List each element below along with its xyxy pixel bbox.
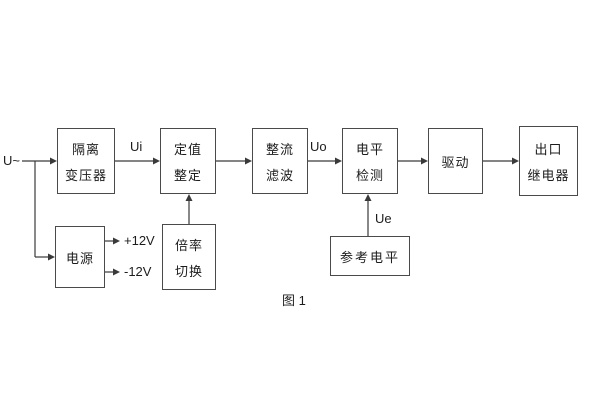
label-minus-12v: -12V: [124, 264, 152, 279]
block-text: 切换: [174, 263, 203, 279]
block-text: 整流: [265, 141, 294, 157]
block-text: 整定: [173, 167, 202, 183]
block-text: 定值: [173, 141, 202, 157]
block-output-relay: 出口 继电器: [519, 126, 578, 196]
block-text: 驱动: [441, 154, 470, 170]
label-plus-12v: +12V: [124, 233, 155, 248]
block-text: 参考电平: [339, 249, 400, 265]
block-value-setting: 定值 整定: [160, 128, 216, 194]
block-text: 变压器: [64, 167, 107, 183]
figure-caption: 图 1: [282, 293, 306, 308]
block-rectifier-filter: 整流 滤波: [252, 128, 308, 194]
block-text: 电源: [65, 250, 94, 266]
block-power-supply: 电源: [55, 226, 105, 288]
label-input-voltage: U~: [3, 153, 20, 168]
block-text: 电平: [355, 141, 384, 157]
label-uo: Uo: [310, 139, 327, 154]
block-text: 滤波: [265, 167, 294, 183]
block-reference-level: 参考电平: [330, 236, 410, 276]
block-text: 隔离: [71, 141, 100, 157]
label-ui: Ui: [130, 139, 143, 154]
block-level-detect: 电平 检测: [342, 128, 398, 194]
block-isolation-transformer: 隔离 变压器: [57, 128, 115, 194]
block-text: 倍率: [174, 237, 203, 253]
block-text: 检测: [355, 167, 384, 183]
block-text: 继电器: [527, 167, 570, 183]
block-text: 出口: [534, 141, 563, 157]
block-rate-switch: 倍率 切换: [162, 224, 216, 290]
label-ue: Ue: [375, 211, 392, 226]
block-drive: 驱动: [428, 128, 483, 194]
